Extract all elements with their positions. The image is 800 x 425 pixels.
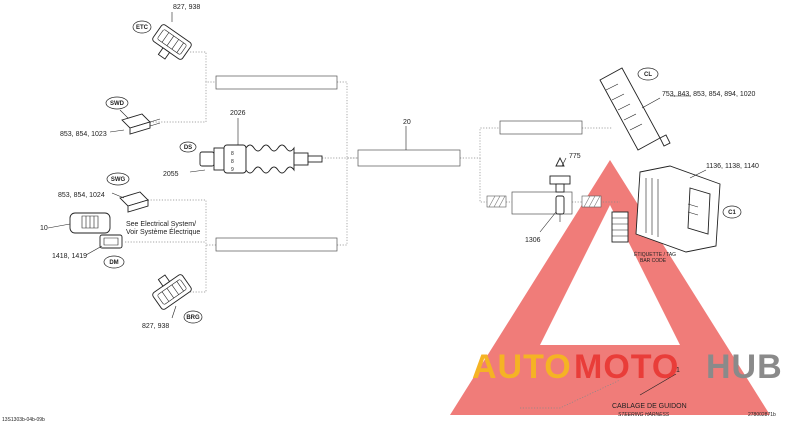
parts-1418-label: 1418, 1419 [52,253,87,260]
labels: 827, 938 ETC SWD 853, 854, 1023 DS 2055 … [2,4,776,423]
svg-text:8: 8 [231,159,234,165]
swg-connector [119,191,149,213]
c1-tag: C1 [722,205,742,219]
c1-connector [611,165,721,253]
bottom-bar-box [215,237,338,252]
part-1-label: 1 [676,367,680,374]
hatched-block-left [486,195,507,208]
part-775-label: 775 [569,153,581,160]
ds-tag: DS [179,141,197,153]
ds-sensor: 8 8 9 [199,144,323,174]
dm-connector [99,234,123,249]
cl-tag: CL [637,67,659,81]
brg-connector [152,274,192,310]
swg-parts-label: 853, 854, 1024 [58,192,105,199]
watermark-text: AUTO MOTO HUB [472,348,783,386]
harness-title-en: STEERING HARNESS [618,412,670,418]
svg-text:ETC: ETC [136,25,149,31]
svg-text:C1: C1 [728,210,736,216]
etc-tag: ETC [132,20,152,34]
watermark-moto: MOTO [574,348,679,386]
watermark-logo [450,160,770,415]
cl-connector [599,67,671,151]
svg-text:CL: CL [644,72,652,78]
main-box [357,149,461,167]
drawing-code-right: 278002871b [748,412,776,418]
svg-text:8: 8 [231,151,234,157]
svg-text:9: 9 [231,167,234,173]
cl-parts-label: 753, 843, 853, 854, 894, 1020 [662,91,756,98]
etc-parts-label: 827, 938 [173,4,200,11]
swd-connector [121,113,161,135]
part-1306-label: 1306 [525,237,541,244]
etiquette-label: ÉTIQUETTE / TAG [634,251,676,258]
c1-parts-label: 1136, 1138, 1140 [706,163,759,170]
right-bar-box [499,120,583,135]
see-electrical-label: See Electrical System/ [126,221,196,228]
svg-text:BRG: BRG [186,315,200,321]
connector-10 [69,212,111,234]
top-bar-box [215,75,338,90]
svg-text:SWD: SWD [110,101,125,107]
part-10-label: 10 [40,225,48,232]
see-electrical-fr-label: Voir Système Électrique [126,227,200,236]
svg-text:DS: DS [184,145,192,151]
watermark-auto: AUTO [472,348,572,386]
dm-tag: DM [103,255,125,269]
svg-text:SWG: SWG [111,177,126,183]
hatched-block-right [581,195,602,208]
barcode-label: BAR CODE [640,258,667,264]
drawing-code-left: 13S1303b-04b-09b [2,417,45,423]
fitting-775 [549,156,571,222]
ds-part-label: 2055 [163,171,179,178]
brg-parts-label: 827, 938 [142,323,169,330]
swd-parts-label: 853, 854, 1023 [60,131,107,138]
boot-part-label: 2026 [230,110,246,117]
swd-tag: SWD [105,96,129,110]
harness-title-fr: CABLAGE DE GUIDON [612,403,687,410]
watermark-hub: HUB [706,348,783,386]
brg-tag: BRG [183,310,203,324]
swg-tag: SWG [106,172,130,186]
etc-connector [152,24,192,60]
leader-lines [47,12,707,319]
svg-text:DM: DM [109,260,118,266]
main-box-label: 20 [403,119,411,126]
routing-lines [125,51,621,409]
